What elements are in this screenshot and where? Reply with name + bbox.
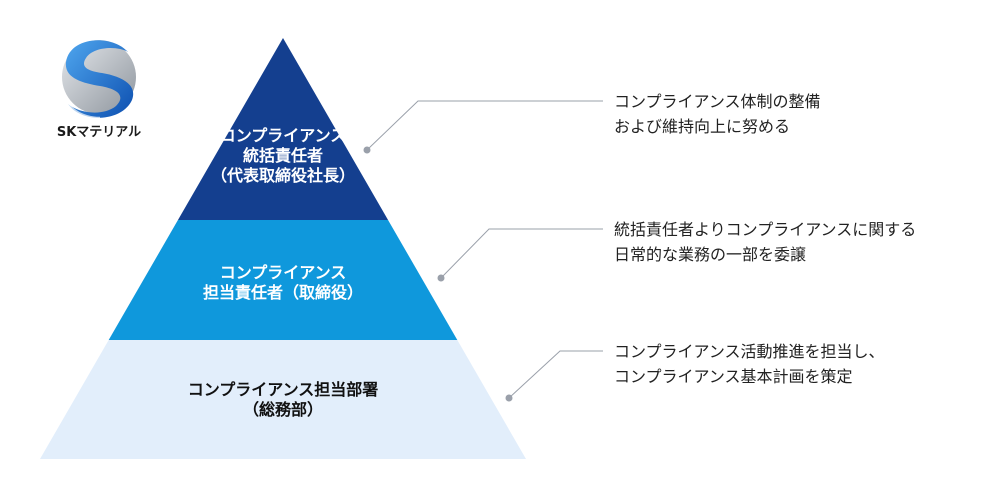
pyramid-tier-2	[108, 220, 458, 340]
logo-wordmark: SKマテリアル	[57, 125, 141, 140]
connector-line-1	[366, 100, 603, 151]
connector-line-3	[508, 350, 603, 399]
tier-1-label-line: コンプライアンス	[220, 126, 347, 145]
description-1-line: および維持向上に努める	[614, 117, 790, 136]
tier-3-label-line: コンプライアンス担当部署	[188, 380, 379, 399]
pyramid-tier-3	[40, 340, 526, 459]
pyramid-tier-1	[177, 38, 389, 220]
logo-emblem-icon	[62, 40, 136, 120]
description-2-line: 統括責任者よりコンプライアンスに関する	[614, 220, 916, 239]
tier-2-label-line: 担当責任者（取締役）	[203, 283, 363, 302]
description-3-line: コンプライアンス活動推進を担当し、	[614, 342, 885, 361]
tier-1-label-line: （代表取締役社長）	[211, 166, 355, 185]
tier-2-label-line: コンプライアンス	[220, 263, 347, 282]
tier-descriptions: コンプライアンス体制の整備および維持向上に努める統括責任者よりコンプライアンスに…	[614, 92, 916, 386]
description-3-line: コンプライアンス基本計画を策定	[614, 367, 853, 386]
connector-dot-3	[505, 394, 513, 402]
tier-1-label-line: 統括責任者	[243, 146, 323, 165]
connector-dot-2	[437, 274, 445, 282]
connector-line-2	[440, 228, 603, 279]
connector-dot-1	[363, 146, 371, 154]
tier-3-label-line: （総務部）	[243, 400, 323, 419]
company-logo: SKマテリアル	[57, 40, 141, 140]
connector-lines	[363, 100, 603, 402]
description-2-line: 日常的な業務の一部を委譲	[614, 245, 806, 264]
description-1-line: コンプライアンス体制の整備	[614, 92, 821, 111]
